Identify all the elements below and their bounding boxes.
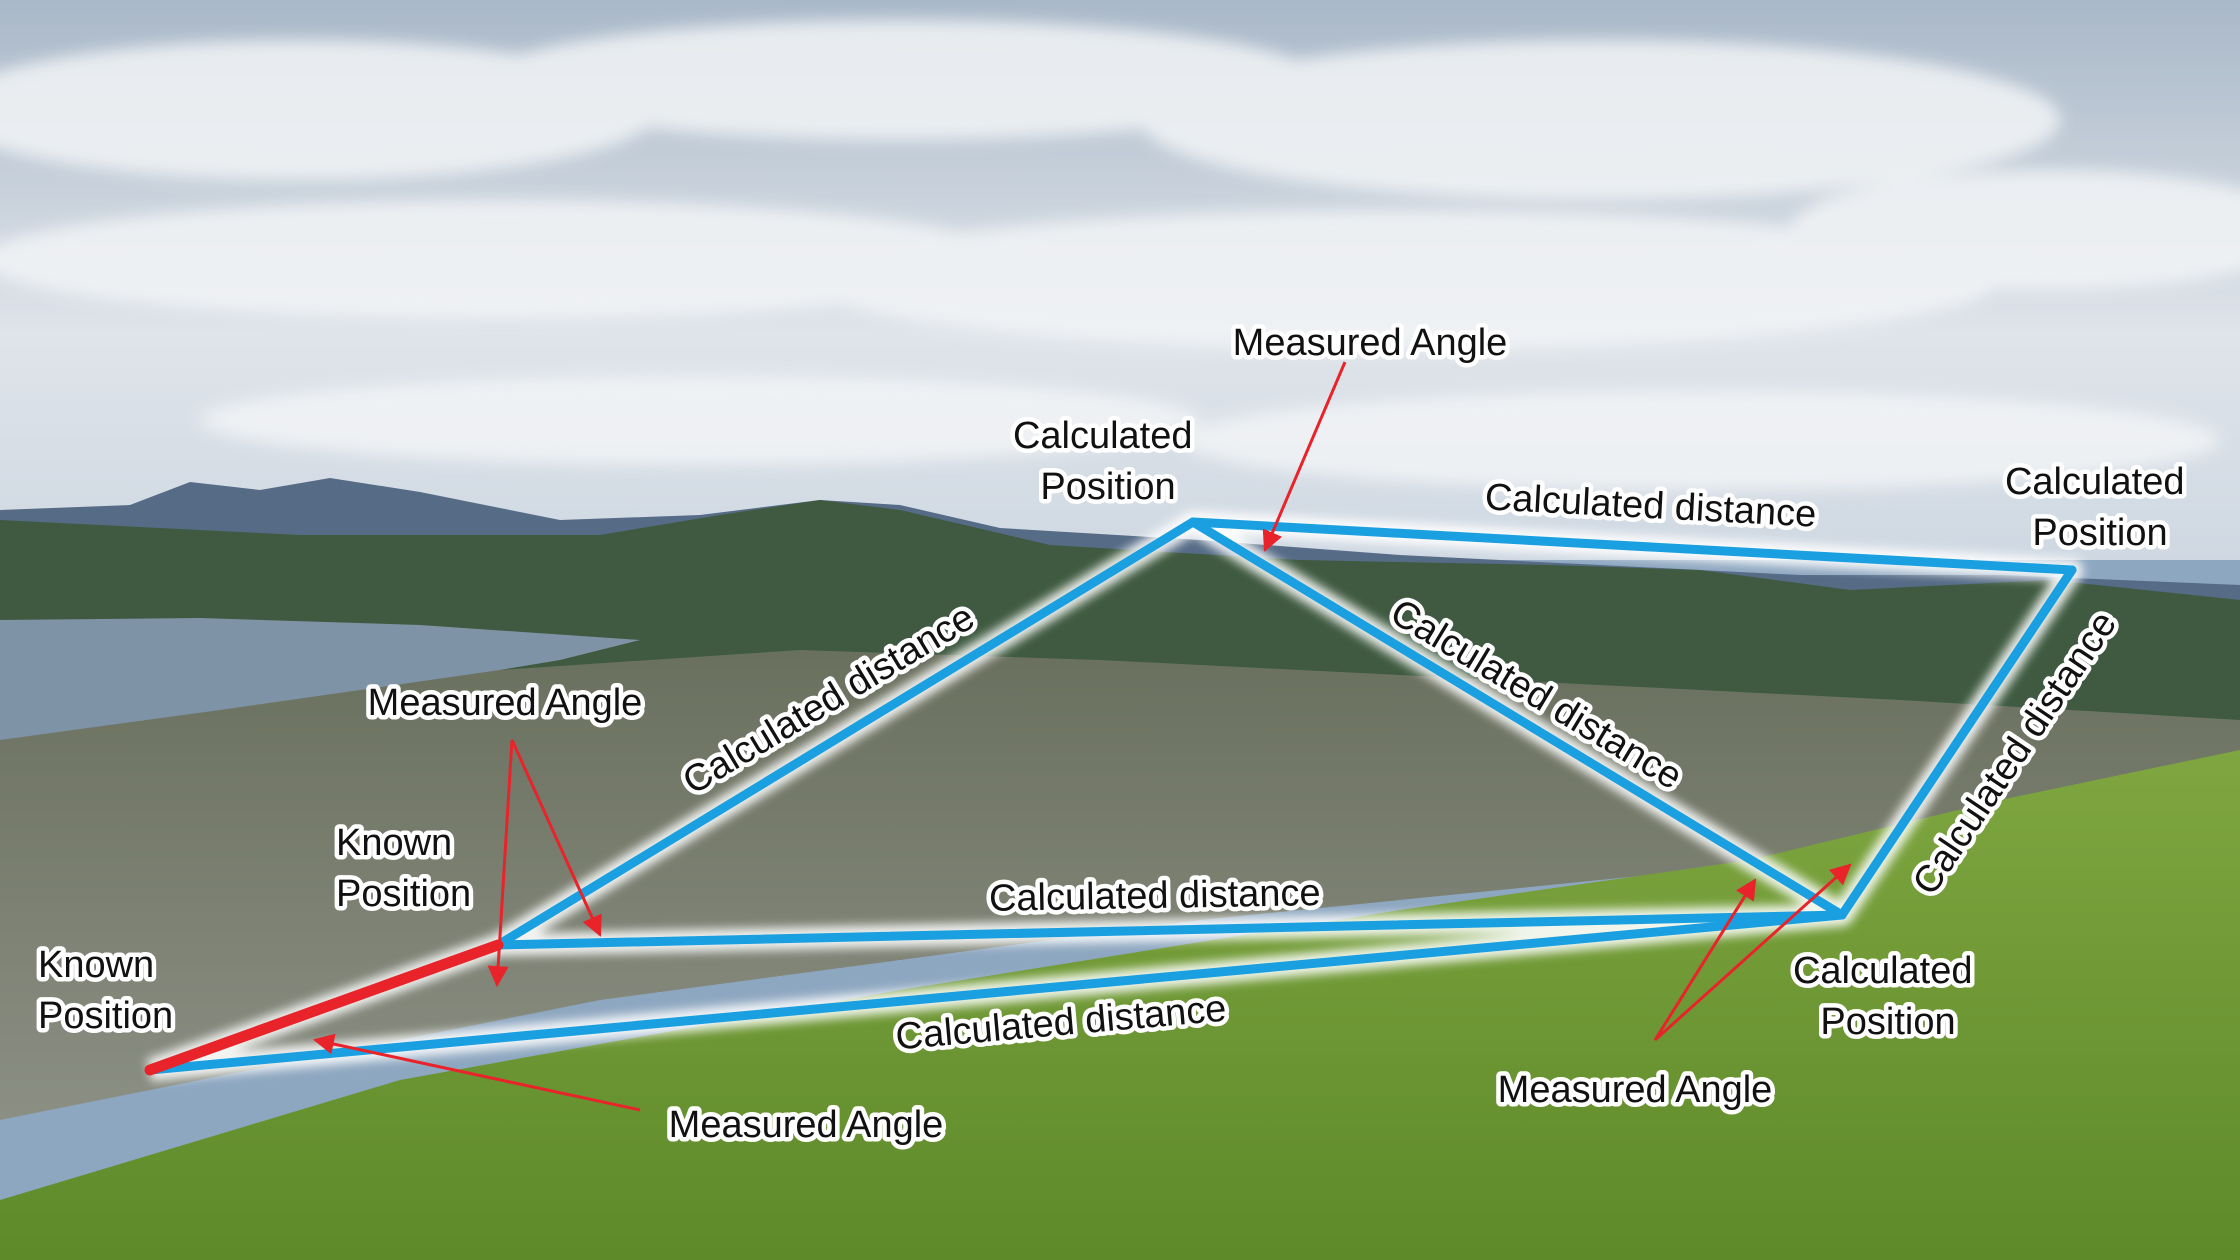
label-known-position-upper: Known Position xyxy=(336,822,471,915)
clouds xyxy=(0,20,2240,490)
arrow-left-angle-a xyxy=(510,739,602,937)
line-known-to-calc-bottom xyxy=(493,910,1847,950)
lake xyxy=(0,618,640,745)
label-known-position-upper-line2: Position xyxy=(336,873,471,915)
label-known-position-lower: Known Position xyxy=(38,944,173,1037)
hills xyxy=(0,500,2240,720)
label-calculated-position-bottom-line2: Position xyxy=(1820,1001,1955,1043)
line-calc-top-to-calc-right xyxy=(1188,517,2077,575)
label-calculated-position-bottom-line1: Calculated xyxy=(1793,950,1973,992)
arrow-bottom-left-angle xyxy=(312,1033,641,1112)
line-known-lower-to-calc-bottom xyxy=(145,910,1847,1075)
label-calculated-position-right-line1: Calculated xyxy=(2005,461,2185,503)
arrow-right-angle-b xyxy=(1653,863,1852,1042)
angle-arrows xyxy=(312,361,1852,1112)
line-calc-right-to-calc-bottom xyxy=(1837,565,2077,920)
label-measured-angle-top: Measured Angle xyxy=(1233,322,1508,364)
label-calculated-position-top: Calculated Position xyxy=(1013,415,1203,508)
label-measured-angle-right: Measured Angle xyxy=(1498,1069,1773,1111)
label-calculated-position-top-line2: Position xyxy=(1040,466,1175,508)
label-calculated-position-top-line1: Calculated xyxy=(1013,415,1193,457)
label-calculated-position-bottom: Calculated Position xyxy=(1793,950,1983,1043)
line-calc-top-to-calc-bottom xyxy=(1188,517,1847,920)
arrow-top-angle xyxy=(1262,361,1347,552)
grass-slope xyxy=(0,750,2240,1260)
label-known-position-lower-line1: Known xyxy=(38,944,154,986)
label-measured-angle-bottom: Measured Angle xyxy=(669,1104,944,1146)
arrow-right-angle-a xyxy=(1653,878,1757,1041)
known-baseline xyxy=(144,939,504,1076)
label-known-position-upper-line1: Known xyxy=(336,822,452,864)
label-calculated-position-right: Calculated Position xyxy=(2005,461,2195,554)
label-known-position-lower-line2: Position xyxy=(38,995,173,1037)
label-calculated-distance-middle: Calculated distance xyxy=(989,872,1321,920)
label-measured-angle-left: Measured Angle xyxy=(368,682,643,724)
line-known-to-calc-top xyxy=(493,517,1198,950)
town xyxy=(0,650,2240,1120)
arrow-left-angle-b xyxy=(487,739,514,988)
survey-lines xyxy=(144,511,2083,1081)
label-calculated-position-right-line2: Position xyxy=(2032,512,2167,554)
